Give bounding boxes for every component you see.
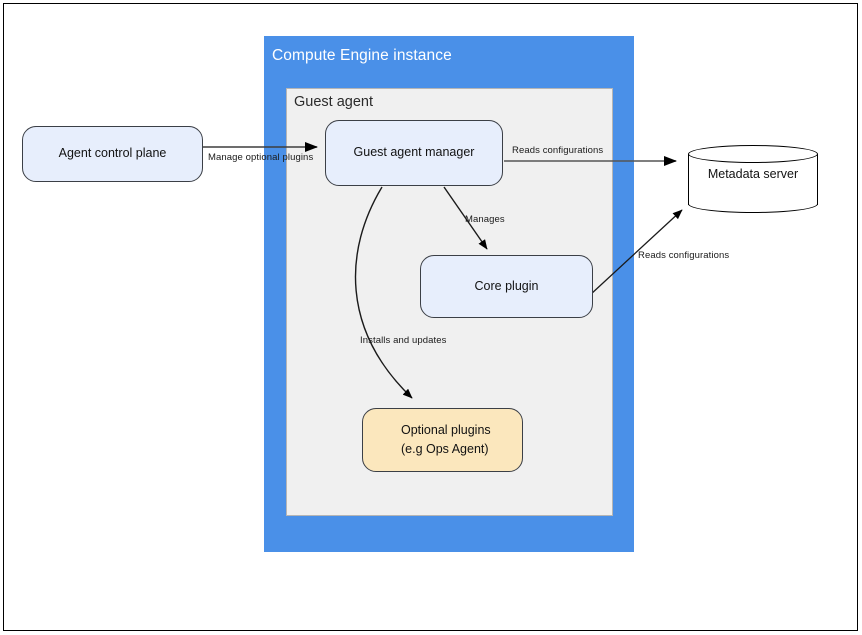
node-label-core-plugin: Core plugin <box>474 278 539 293</box>
edge-label-reads-configurations-manager: Reads configurations <box>512 145 604 156</box>
node-label-metadata-server: Metadata server <box>707 167 799 181</box>
node-label-optional-plugins: Optional plugins (e.g Ops Agent) <box>401 421 491 460</box>
node-label-optional-plugins-line2: (e.g Ops Agent) <box>401 442 489 456</box>
node-label-agent-control-plane: Agent control plane <box>58 146 167 161</box>
edge-label-manages: Manages <box>465 214 505 225</box>
node-guest-agent-manager[interactable]: Guest agent manager <box>325 120 503 186</box>
cylinder-top-ellipse <box>688 145 818 163</box>
edge-label-manage-optional-plugins: Manage optional plugins <box>208 152 314 163</box>
container-label-compute-engine-instance: Compute Engine instance <box>272 47 452 64</box>
edge-label-installs-and-updates: Installs and updates <box>360 335 447 346</box>
image-border <box>3 3 858 631</box>
node-optional-plugins[interactable]: Optional plugins (e.g Ops Agent) <box>362 408 523 472</box>
edge-label-reads-configurations-core: Reads configurations <box>638 250 730 261</box>
node-label-guest-agent-manager: Guest agent manager <box>353 145 475 160</box>
container-label-guest-agent: Guest agent <box>294 94 373 110</box>
node-agent-control-plane[interactable]: Agent control plane <box>22 126 203 182</box>
node-core-plugin[interactable]: Core plugin <box>420 255 593 318</box>
node-label-optional-plugins-line1: Optional plugins <box>401 422 491 437</box>
node-metadata-server[interactable]: Metadata server <box>688 145 818 213</box>
